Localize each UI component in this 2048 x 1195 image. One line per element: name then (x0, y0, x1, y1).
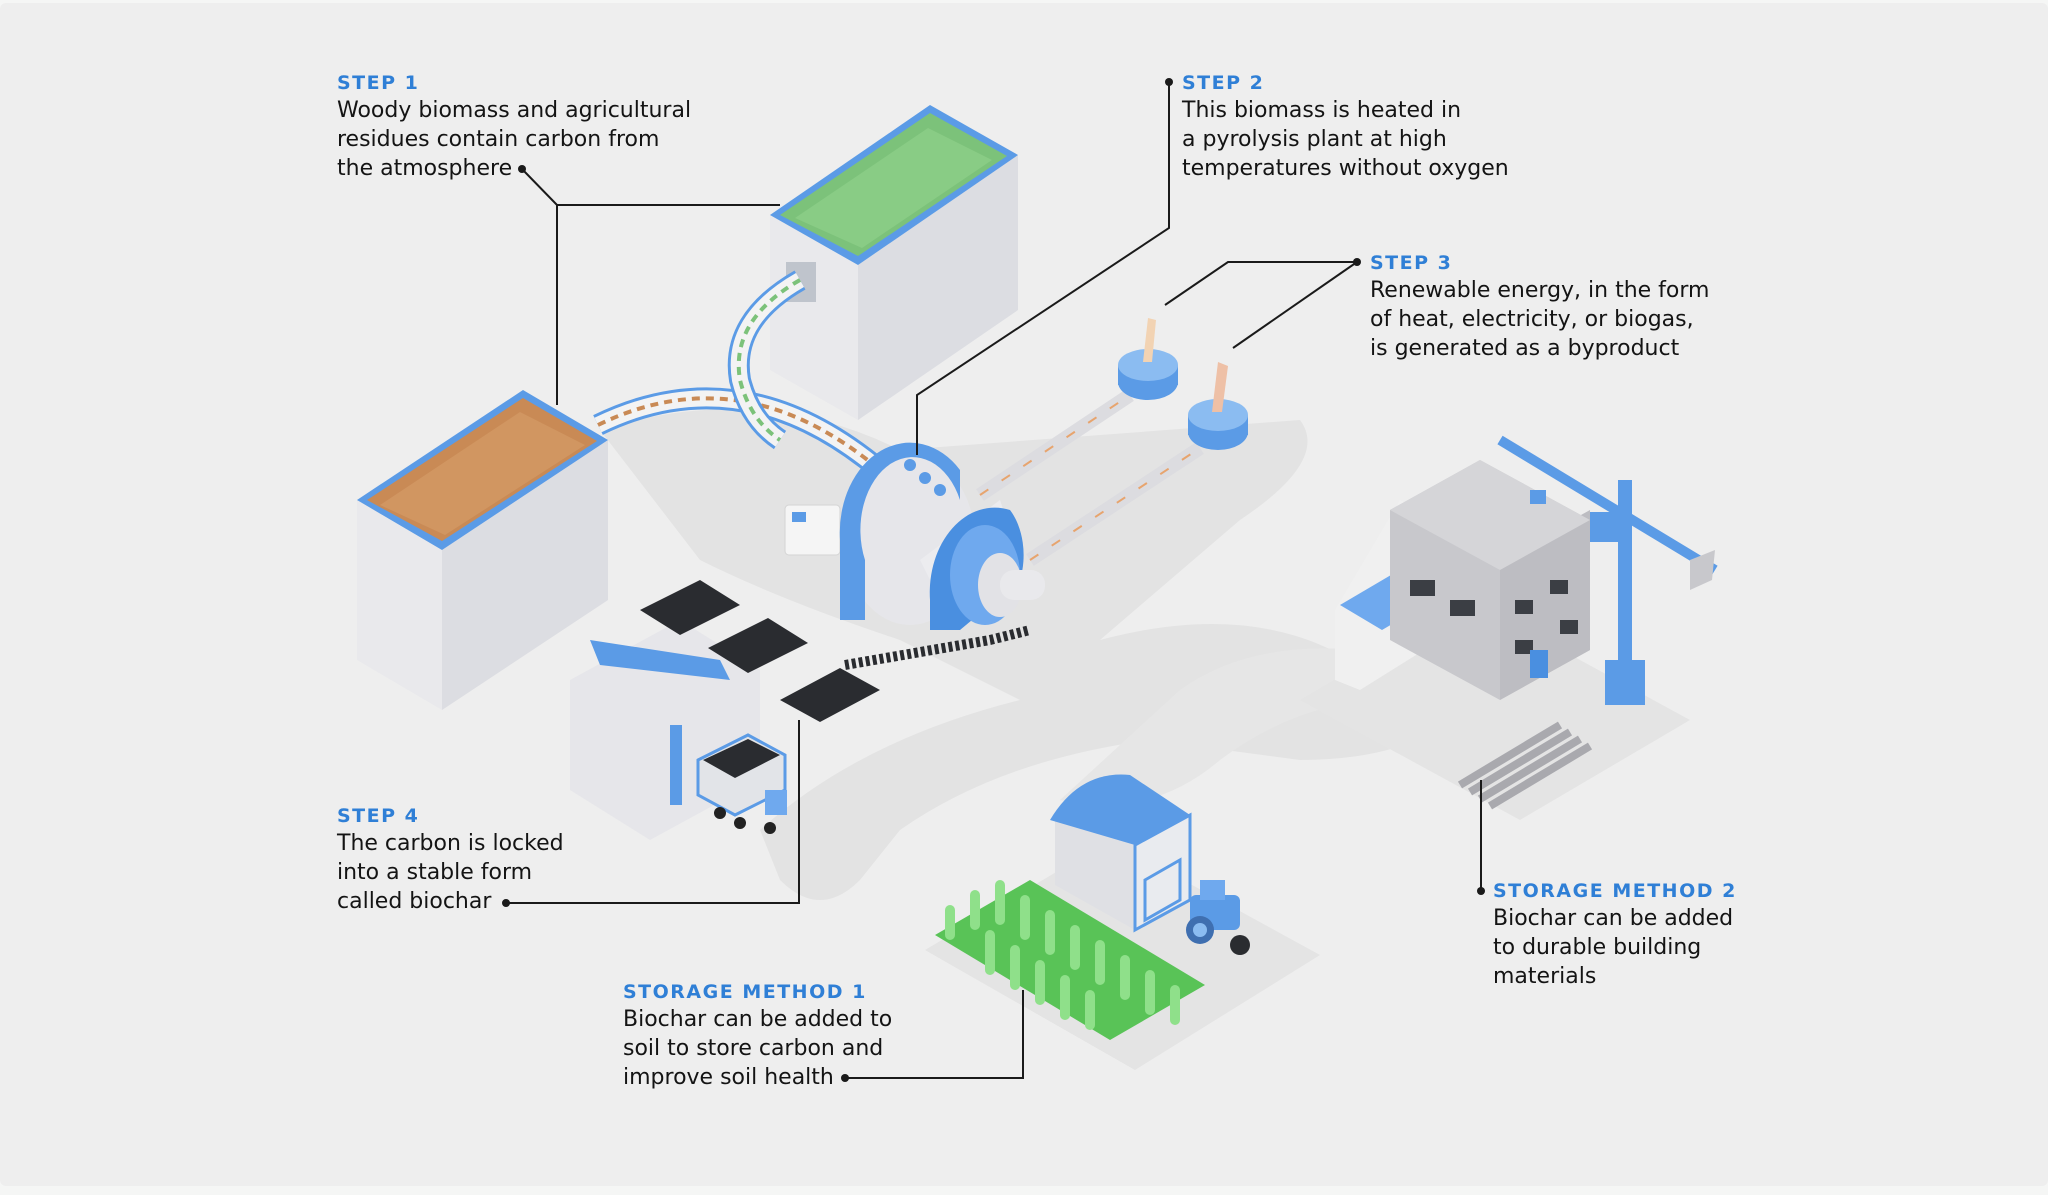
crop-field-icon (935, 880, 1205, 1040)
step-3-title: STEP 3 (1370, 252, 1453, 274)
crane-icon (1497, 435, 1718, 705)
storage-method-2-body: Biochar can be added to durable building… (1493, 906, 1734, 989)
step-4-title: STEP 4 (337, 805, 420, 827)
step-4-body: The carbon is locked into a stable form … (337, 831, 564, 914)
storage-method-1-title: STORAGE METHOD 1 (623, 981, 867, 1003)
dump-truck-icon (696, 733, 787, 834)
conveyor-icon (593, 270, 888, 479)
callout-step-4: STEP 4 The carbon is locked into a stabl… (337, 803, 564, 916)
step-2-title: STEP 2 (1182, 72, 1265, 94)
storage-method-1-body: Biochar can be added to soil to store ca… (623, 1007, 893, 1090)
step-2-body: This biomass is heated in a pyrolysis pl… (1182, 98, 1509, 181)
green-biomass-bin-icon (770, 105, 1018, 420)
leader-line-step-3b (1232, 261, 1358, 349)
pyrolysis-kiln-icon (784, 442, 1045, 630)
callout-storage-method-1: STORAGE METHOD 1 Biochar can be added to… (623, 979, 892, 1092)
barn-icon (1050, 774, 1192, 933)
building-icon (1335, 460, 1590, 700)
tractor-icon (1186, 880, 1250, 955)
step-1-body: Woody biomass and agricultural residues … (337, 98, 692, 181)
callout-step-1: STEP 1 Woody biomass and agricultural re… (337, 70, 691, 183)
beams-icon (1457, 721, 1593, 810)
leader-line-step-2 (916, 82, 1170, 455)
biomass-bin-icon (357, 390, 608, 710)
leader-line-storage-1 (845, 990, 1024, 1079)
callout-storage-method-2: STORAGE METHOD 2 Biochar can be added to… (1493, 878, 1737, 991)
step-3-body: Renewable energy, in the form of heat, e… (1370, 278, 1710, 361)
step-1-title: STEP 1 (337, 72, 420, 94)
leader-line-step-3a (1164, 261, 1357, 306)
callout-step-2: STEP 2 This biomass is heated in a pyrol… (1182, 70, 1509, 183)
leader-lines (506, 82, 1482, 1079)
callout-step-3: STEP 3 Renewable energy, in the form of … (1370, 250, 1709, 363)
energy-chimney-icon (976, 318, 1248, 566)
storage-method-2-title: STORAGE METHOD 2 (1493, 880, 1737, 902)
leader-dots (502, 78, 1485, 1082)
leader-line-step-4 (506, 720, 800, 904)
